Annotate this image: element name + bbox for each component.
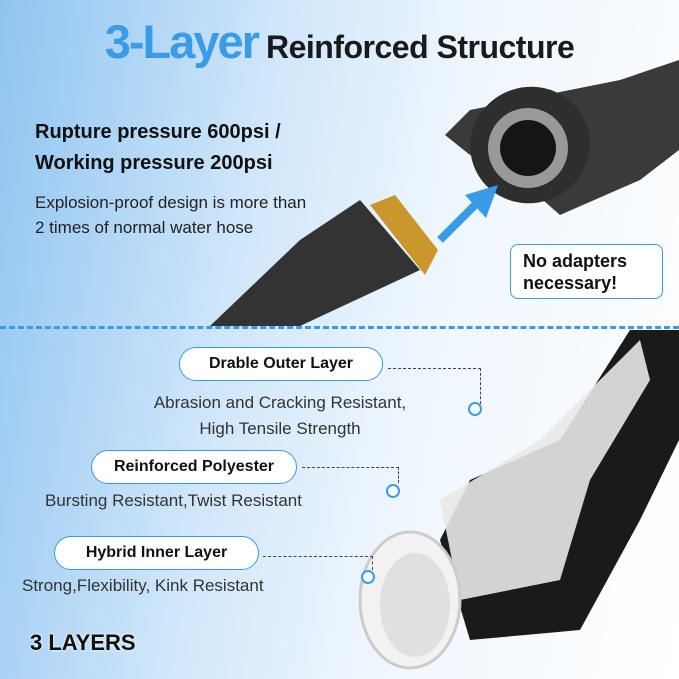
three-layers-label: 3 LAYERS bbox=[30, 630, 136, 655]
desc-line: Abrasion and Cracking Resistant, bbox=[153, 393, 407, 412]
label-polyester: Reinforced Polyester bbox=[91, 450, 297, 484]
dashed-divider bbox=[0, 326, 679, 329]
polyester-mesh bbox=[440, 340, 650, 600]
pressure-text: Rupture pressure 600psi / Working pressu… bbox=[35, 117, 281, 179]
connector-opening bbox=[500, 120, 556, 176]
marker-dot bbox=[386, 484, 400, 498]
explosion-text: Explosion-proof design is more than 2 ti… bbox=[35, 190, 306, 240]
leader-line bbox=[302, 467, 399, 468]
no-adapters-note: No adapters necessary! bbox=[510, 244, 663, 299]
explosion-line1: Explosion-proof design is more than bbox=[35, 193, 307, 212]
rupture-pressure: Rupture pressure 600psi / bbox=[35, 121, 281, 143]
leader-line bbox=[398, 467, 399, 483]
hose-bottom-body bbox=[210, 200, 420, 326]
outer-layer-desc: Abrasion and Cracking Resistant, High Te… bbox=[120, 390, 440, 442]
marker-dot bbox=[361, 570, 375, 584]
note-line2: necessary! bbox=[523, 273, 618, 293]
title-rest: Reinforced Structure bbox=[265, 29, 575, 65]
leader-line bbox=[388, 368, 481, 369]
polyester-desc: Bursting Resistant,Twist Resistant bbox=[45, 491, 302, 510]
leader-line bbox=[263, 556, 373, 557]
explosion-line2: 2 times of normal water hose bbox=[35, 218, 254, 237]
inner-layer-desc: Strong,Flexibility, Kink Resistant bbox=[22, 576, 264, 595]
marker-dot bbox=[468, 402, 482, 416]
label-outer-layer: Drable Outer Layer bbox=[179, 347, 383, 381]
note-line1: No adapters bbox=[523, 251, 628, 271]
leader-line bbox=[480, 368, 481, 404]
label-inner-layer: Hybrid Inner Layer bbox=[54, 536, 259, 570]
working-pressure: Working pressure 200psi bbox=[35, 152, 273, 174]
arrow-icon bbox=[437, 202, 478, 243]
title-highlight: 3-Layer bbox=[104, 15, 260, 68]
leader-line bbox=[372, 556, 373, 570]
brass-fitting bbox=[370, 195, 438, 275]
desc-line: High Tensile Strength bbox=[199, 419, 361, 438]
